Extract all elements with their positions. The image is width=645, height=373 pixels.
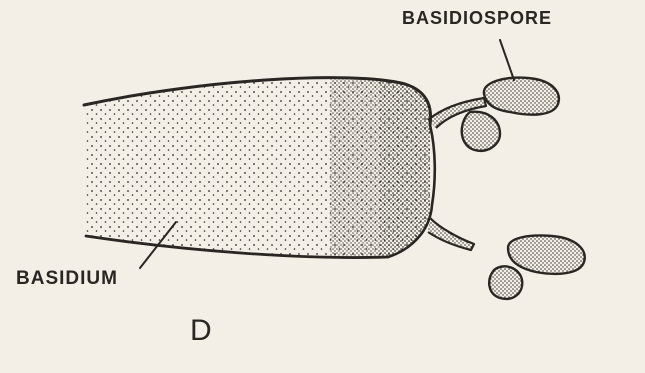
basidiospore-attached-lower bbox=[462, 112, 500, 151]
basidiospore-leader-line bbox=[500, 40, 514, 80]
panel-letter: D bbox=[190, 314, 212, 348]
basidium-body bbox=[84, 70, 440, 270]
basidiospore-detached-left bbox=[489, 266, 522, 299]
basidium-label: BASIDIUM bbox=[16, 268, 118, 290]
sterigma-lower bbox=[428, 218, 474, 250]
basidiospore-detached-right bbox=[508, 236, 585, 274]
basidiospore-label: BASIDIOSPORE bbox=[402, 8, 552, 29]
basidiospore-attached-upper bbox=[484, 78, 559, 115]
